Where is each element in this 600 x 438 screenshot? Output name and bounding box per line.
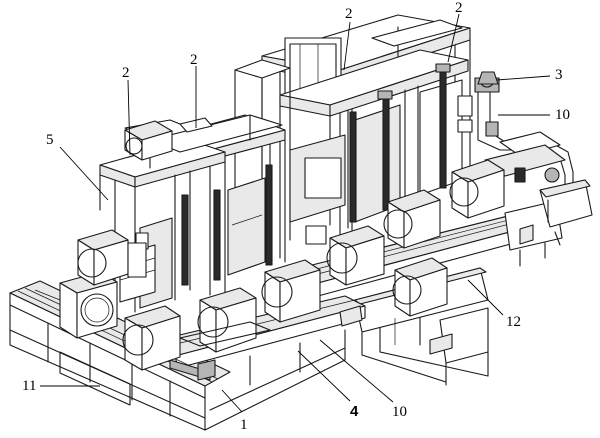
label-10-top: 10 <box>555 107 570 123</box>
pipe-assembly <box>457 71 593 228</box>
leader-lines <box>40 13 551 413</box>
base-plate <box>179 321 271 347</box>
label-1: 1 <box>240 417 248 433</box>
outdoor-unit-9 <box>449 159 505 219</box>
label-2-mid-right: 2 <box>345 6 353 22</box>
outdoor-unit-6 <box>326 225 385 286</box>
label-11: 11 <box>22 378 37 394</box>
label-3: 3 <box>555 67 563 83</box>
test-station-frame-right <box>279 19 469 229</box>
label-2-left: 2 <box>122 65 130 81</box>
label-2-right: 2 <box>455 0 463 16</box>
outdoor-unit-10 <box>124 120 173 161</box>
outdoor-unit-7 <box>392 257 448 317</box>
outdoor-unit-2 <box>77 229 147 286</box>
outdoor-unit-5 <box>261 259 321 323</box>
label-5: 5 <box>46 132 54 148</box>
label-10-bottom: 10 <box>392 404 407 420</box>
label-2-mid-left: 2 <box>190 52 198 68</box>
outdoor-unit-4 <box>197 287 257 353</box>
label-4: 4 <box>350 403 359 420</box>
outdoor-unit-3 <box>122 305 181 371</box>
outdoor-unit-8 <box>383 189 441 249</box>
label-12: 12 <box>506 314 521 330</box>
test-station-frame-left <box>99 139 226 313</box>
